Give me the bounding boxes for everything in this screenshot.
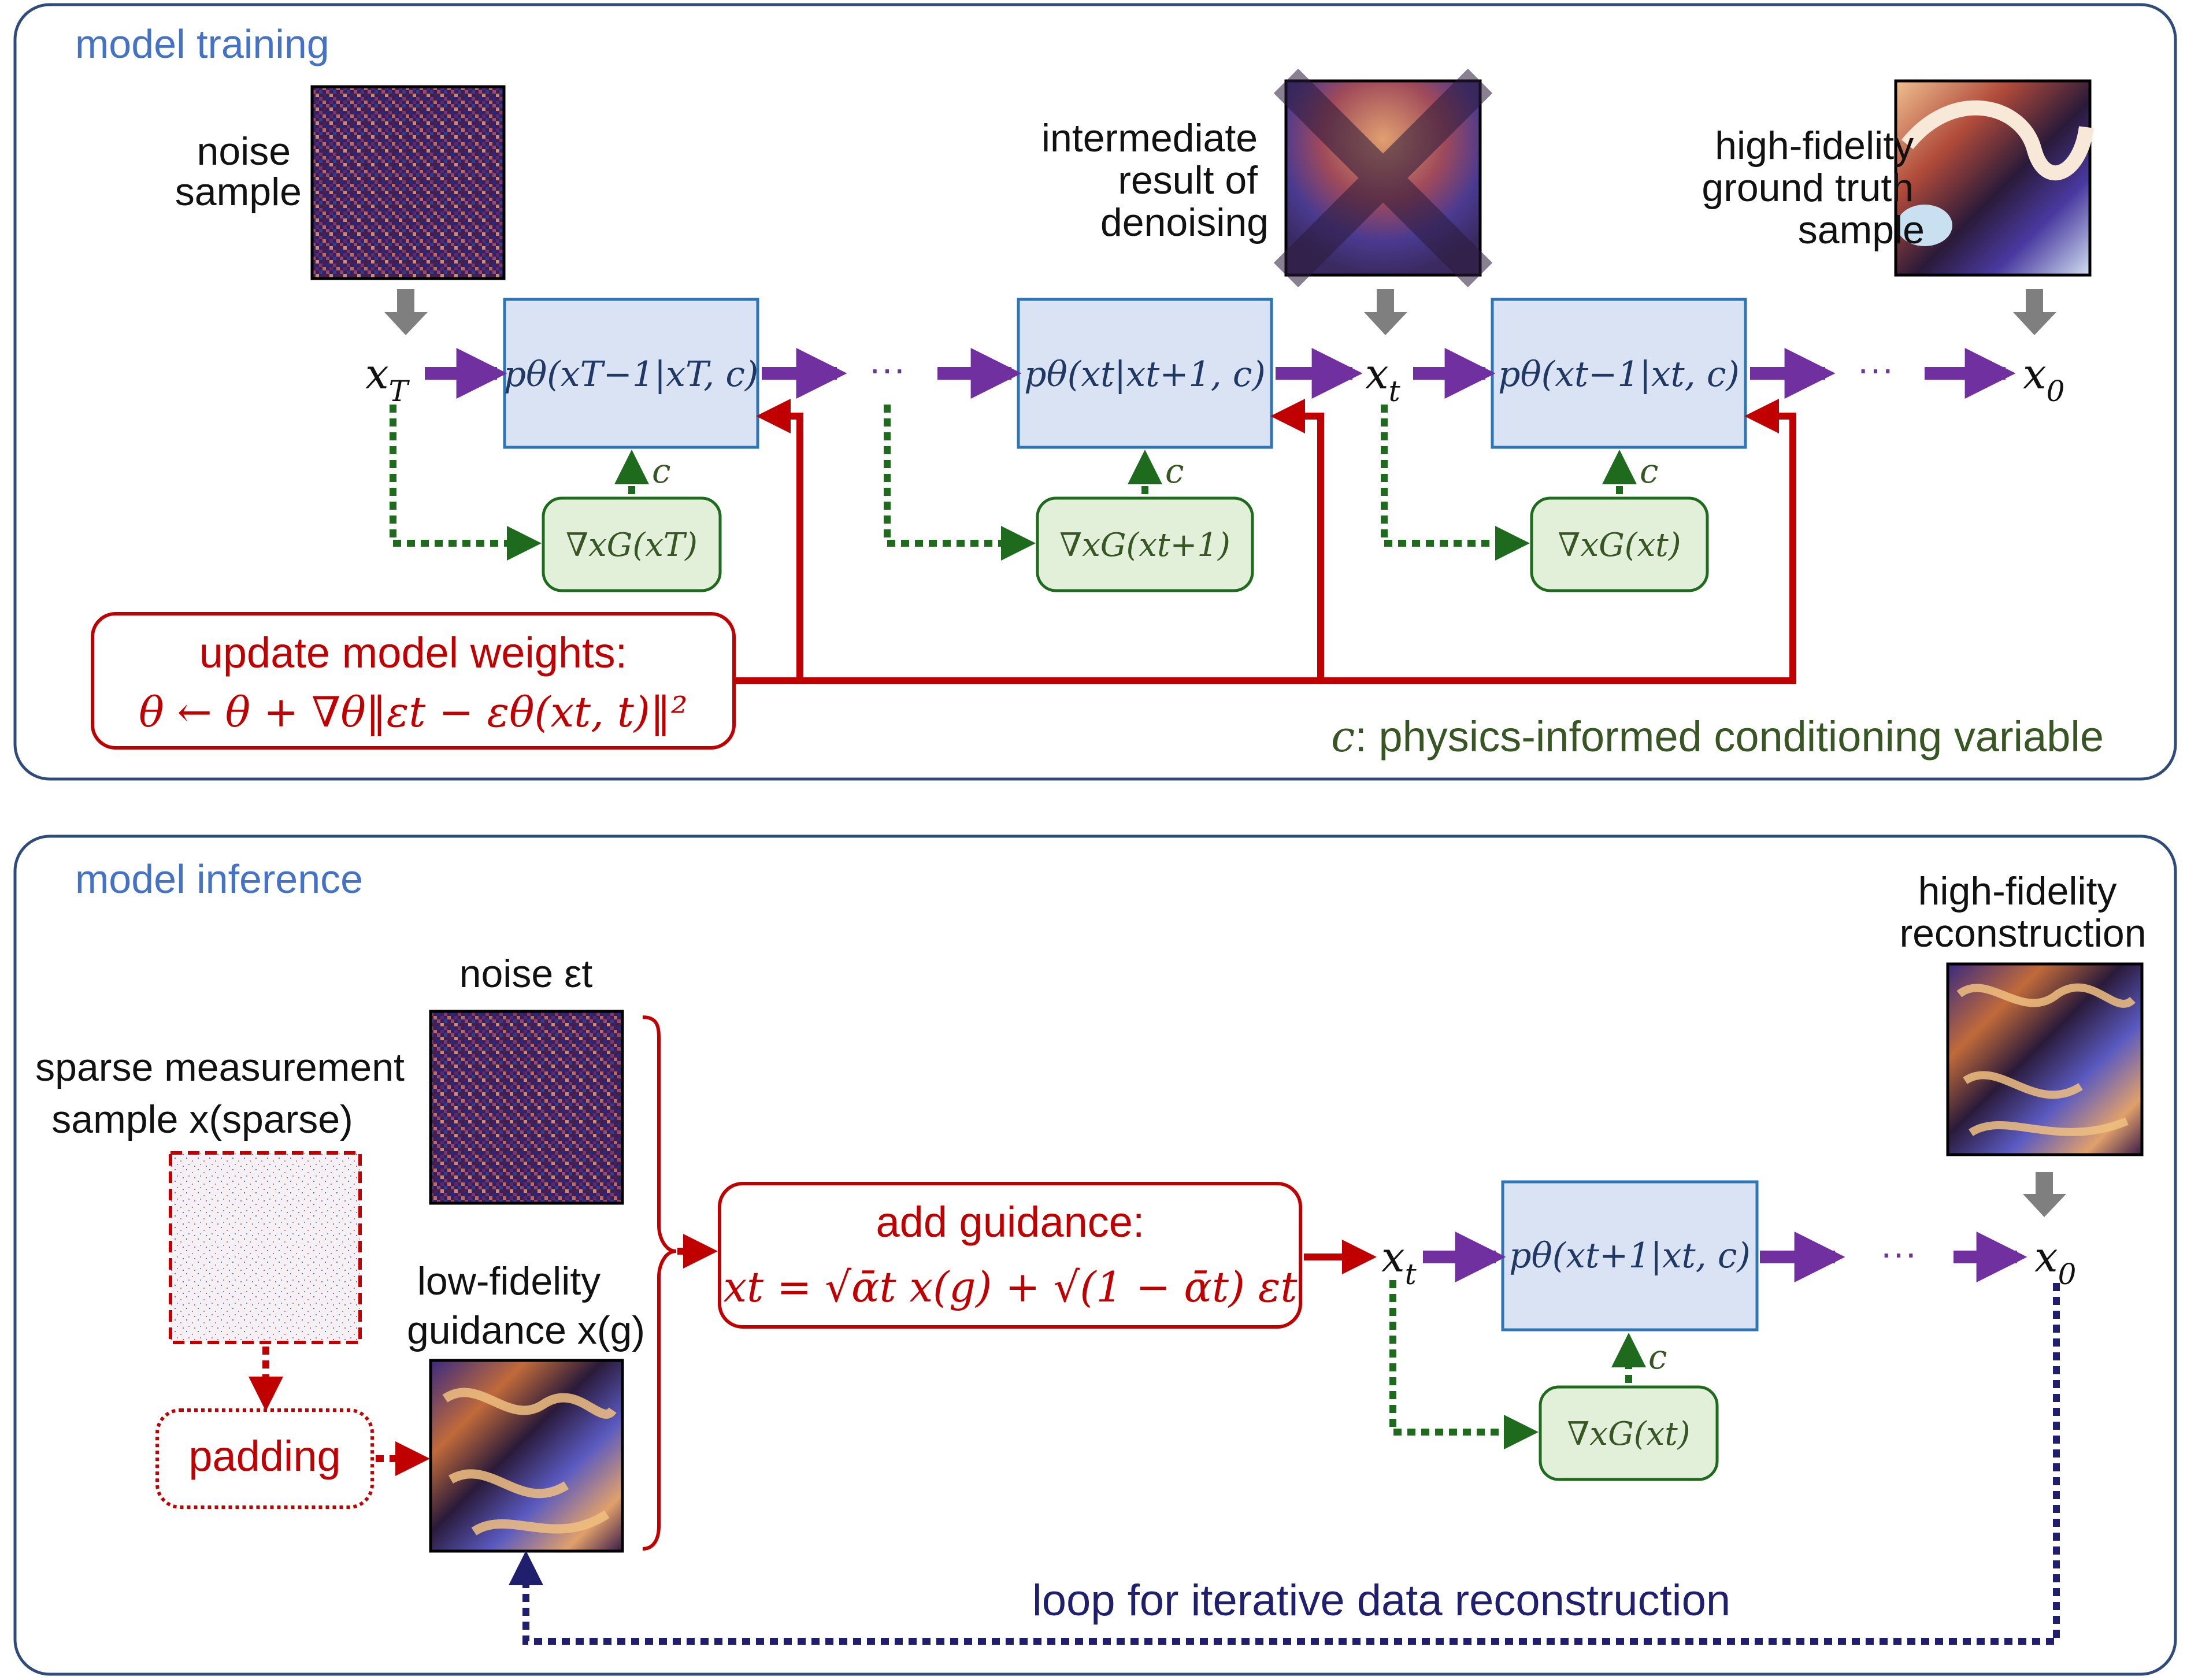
recon-label: high-fidelity reconstruction: [1899, 869, 2146, 955]
loop-label: loop for iterative data reconstruction: [1032, 1576, 1730, 1625]
recon-image: [1946, 962, 2144, 1156]
intermediate-x-pattern: [1273, 68, 1493, 288]
inf-grad-box-text: ∇xG(xt): [1567, 1415, 1690, 1453]
model-box-1-text: pθ(xT−1|xT, c): [504, 354, 759, 395]
inf-x-t-label: xt: [1381, 1233, 1417, 1291]
ground-truth-label: high-fidelity ground truth sample: [1702, 124, 1925, 252]
inf-model-box: [1501, 1180, 1759, 1332]
update-weights-line2: θ ← θ + ∇θ‖εt − εθ(xt, t)‖²: [139, 688, 687, 736]
training-panel: [13, 3, 2177, 781]
model-box-3-text: pθ(xt−1|xt, c): [1498, 354, 1740, 395]
noise-eps-image: [429, 1010, 624, 1205]
noise-sample-label: noise sample: [175, 129, 302, 214]
reconstruction-loop: [509, 1283, 2060, 1645]
dots-1: ···: [869, 348, 906, 390]
input-brace: [642, 1015, 677, 1551]
training-title: model training: [75, 21, 329, 66]
grad-box-2: [1036, 496, 1254, 592]
inference-title: model inference: [75, 856, 363, 902]
inf-c-label: c: [1648, 1337, 1667, 1377]
sparse-image: [169, 1151, 362, 1344]
grad-box-2-text: ∇xG(xt+1): [1059, 526, 1230, 564]
inf-dots: ···: [1880, 1232, 1917, 1274]
model-box-2-text: pθ(xt|xt+1, c): [1024, 354, 1266, 395]
grad-box-3-text: ∇xG(xt): [1558, 526, 1681, 564]
add-guidance-line2: xt = √ᾱt x(g) + √(1 − ᾱt) εt: [724, 1263, 1298, 1311]
sparse-label: sparse measurement sample x(sparse): [35, 1045, 416, 1141]
inf-x-0-label: x0: [2034, 1233, 2076, 1291]
add-guidance-line1: add guidance:: [876, 1198, 1145, 1246]
recon-swirls: [1956, 983, 2136, 1137]
gray-arrow-2: [1364, 289, 1407, 335]
noise-sample-image: [310, 85, 506, 280]
model-box-2: [1017, 298, 1273, 449]
grad-box-1: [542, 496, 722, 592]
gray-arrow-3: [2013, 289, 2056, 335]
inf-grad-box: [1539, 1385, 1719, 1481]
padding-label: padding: [188, 1432, 340, 1480]
grad-box-3: [1530, 496, 1709, 592]
x-T-label: xT: [365, 350, 410, 408]
c-label-1: c: [652, 451, 670, 491]
grad-box-1-text: ∇xG(xT): [566, 526, 698, 564]
green-dotted-inference: [1389, 1280, 1646, 1449]
inference-panel: [13, 835, 2177, 1676]
inf-model-box-text: pθ(xt+1|xt, c): [1509, 1236, 1751, 1276]
green-dotted-training: [390, 405, 1637, 561]
ground-truth-swirl: [1901, 100, 2094, 181]
model-box-1: [503, 298, 759, 449]
intermediate-label: intermediate result of denoising: [1041, 116, 1269, 244]
dots-2: ···: [1857, 348, 1894, 390]
update-weights-line1: update model weights:: [199, 629, 627, 677]
model-box-3: [1491, 298, 1747, 449]
ground-truth-vortex: [1897, 205, 1952, 246]
gray-arrow-recon: [2023, 1172, 2066, 1217]
noise-eps-label: noise εt: [459, 952, 593, 996]
conditioning-note: c: physics-informed conditioning variabl…: [1331, 712, 2104, 762]
lowfi-swirls: [442, 1388, 617, 1536]
add-guidance-box: [718, 1182, 1302, 1329]
c-label-3: c: [1640, 451, 1658, 491]
red-feedback-lines: [734, 399, 1796, 684]
x-0-label: x0: [2023, 350, 2064, 408]
gray-arrow-1: [384, 289, 428, 335]
c-label-2: c: [1165, 451, 1184, 491]
x-t-label: xt: [1365, 350, 1401, 408]
lowfi-label: low-fidelity guidance x(g): [407, 1259, 645, 1352]
padding-box: [155, 1408, 374, 1509]
